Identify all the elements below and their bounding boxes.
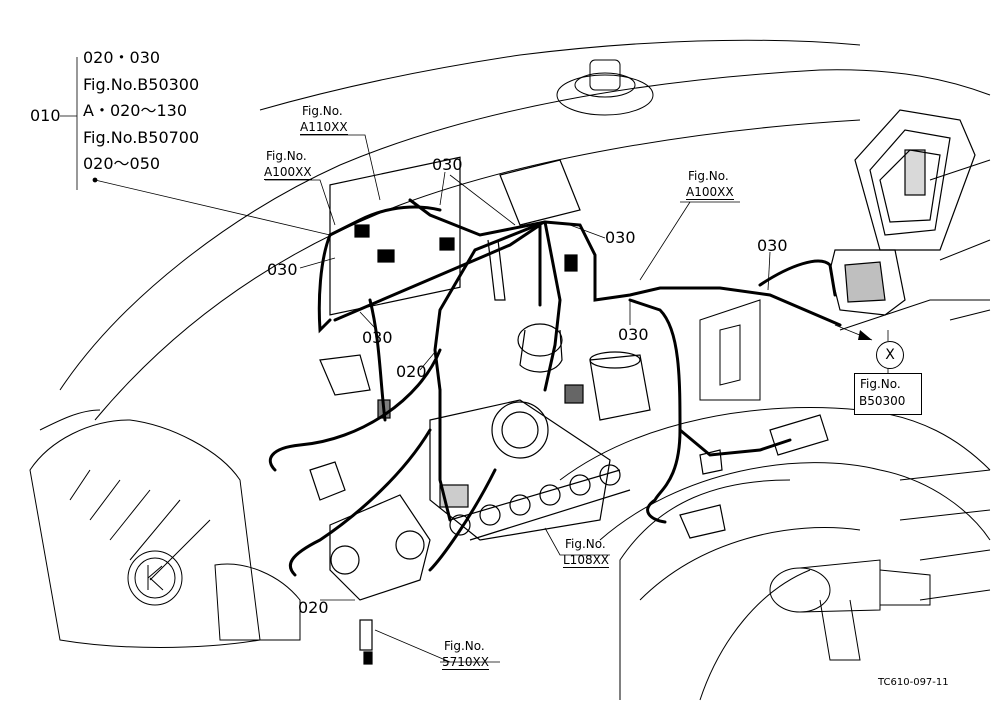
legend-line-3: A・020～130 (83, 101, 188, 120)
figref-a100-right-code: A100XX (686, 185, 734, 200)
figref-a100-right-label: Fig.No. (688, 169, 729, 183)
figref-l108-code: L108XX (563, 553, 610, 568)
figref-a100-left-label: Fig.No. (266, 149, 307, 163)
figref-a110-label: Fig.No. (302, 104, 343, 118)
tractor-body-outline (29, 39, 991, 701)
callout-030-lower-left: 030 (362, 328, 393, 347)
legend-line-2: Fig.No.B50300 (83, 75, 200, 94)
legend-line-1: 020・030 (83, 48, 161, 67)
figref-b50300-label: Fig.No. (860, 377, 901, 391)
figref-b50300-box (854, 373, 922, 415)
connector-x-marker: X (876, 341, 904, 369)
drawing-id: TC610-097-11 (878, 677, 949, 688)
figref-b50300-code: B50300 (859, 394, 906, 408)
ecu-controller-drawing (829, 109, 976, 316)
legend-line-5: 020～050 (83, 154, 161, 173)
figref-5710-label: Fig.No. (444, 639, 485, 653)
legend-line-4: Fig.No.B50700 (83, 128, 200, 147)
figref-a100-left-code: A100XX (264, 165, 312, 180)
callout-020-middle: 020 (396, 362, 427, 381)
engine-components (309, 156, 829, 665)
callout-020-bottom: 020 (298, 598, 329, 617)
leader-lines (60, 57, 889, 663)
callout-030-left: 030 (267, 260, 298, 279)
arrow-head (858, 330, 872, 340)
figref-l108-label: Fig.No. (565, 537, 606, 551)
callout-030-lower-right: 030 (618, 325, 649, 344)
wire-harness (268, 198, 842, 577)
figref-a110-code: A110XX (300, 120, 348, 135)
callout-030-right: 030 (757, 236, 788, 255)
callout-030-top: 030 (432, 155, 463, 174)
legend-ref-number: 010 (30, 106, 61, 125)
callout-030-center-right: 030 (605, 228, 636, 247)
figref-5710-code: 5710XX (442, 655, 489, 670)
